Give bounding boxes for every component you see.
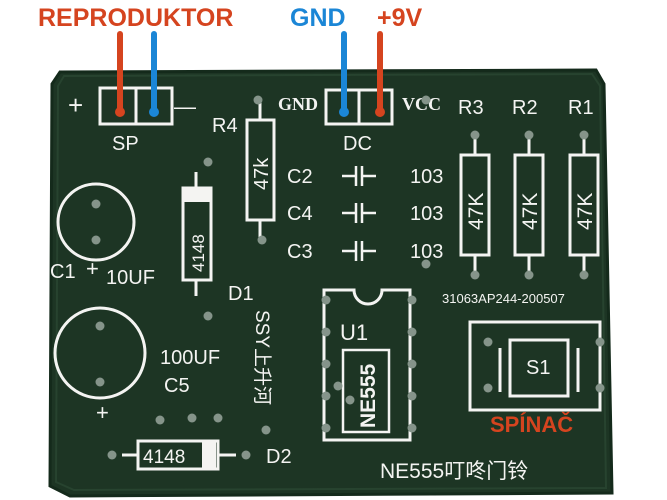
solder-holes xyxy=(91,95,605,460)
solder-hole xyxy=(421,95,431,105)
r2-value: 47K xyxy=(519,193,542,230)
vertical-brand-text: SSY上升河 xyxy=(251,310,273,405)
pcb-board-shade xyxy=(54,72,608,492)
solder-hole xyxy=(407,359,417,369)
c4-capacitor-symbol xyxy=(342,203,376,223)
label-reproduktor: REPRODUKTOR xyxy=(38,4,233,32)
c2-label: C2 xyxy=(287,166,313,188)
spinac-label: SPÍNAČ xyxy=(490,412,573,437)
solder-hole xyxy=(407,327,417,337)
solder-hole xyxy=(407,295,417,305)
d2-label: D2 xyxy=(266,446,292,468)
solder-hole xyxy=(213,413,223,423)
solder-hole xyxy=(95,321,105,331)
gnd-pad-label: GND xyxy=(278,94,318,114)
c3-label: C3 xyxy=(287,241,313,263)
solder-hole xyxy=(470,270,480,280)
c1-label: C1 xyxy=(50,261,76,283)
board-title: NE555叮咚门铃 xyxy=(380,460,528,483)
r3-value: 47K xyxy=(465,193,488,230)
solder-hole xyxy=(95,377,105,387)
dc-label: DC xyxy=(343,133,372,155)
solder-hole xyxy=(241,450,251,460)
c5-plus-sign: + xyxy=(96,400,109,425)
cap-code-c4: 103 xyxy=(410,203,443,225)
solder-hole xyxy=(483,383,493,393)
cap-code-c2: 103 xyxy=(410,166,443,188)
board-serial: 31063AP244-200507 xyxy=(442,291,565,306)
c1-value: 10UF xyxy=(106,267,155,289)
solder-hole xyxy=(91,199,101,209)
s1-switch-body xyxy=(508,338,570,398)
solder-hole xyxy=(257,235,267,245)
solder-hole xyxy=(524,130,534,140)
r4-label: R4 xyxy=(212,115,238,137)
d2-value: 4148 xyxy=(143,447,185,468)
solder-hole xyxy=(595,383,605,393)
solder-hole xyxy=(407,423,417,433)
solder-hole xyxy=(155,415,165,425)
solder-hole xyxy=(579,130,589,140)
c4-label: C4 xyxy=(287,203,313,225)
solder-hole xyxy=(187,413,197,423)
c1-capacitor xyxy=(56,182,136,262)
c2-capacitor-symbol xyxy=(342,166,376,186)
solder-hole xyxy=(483,337,493,347)
s1-switch-outline xyxy=(468,320,602,412)
sp-minus-sign: — xyxy=(174,94,196,119)
solder-hole xyxy=(253,95,263,105)
c1-plus-sign: + xyxy=(86,256,99,281)
r1-label: R1 xyxy=(568,97,594,119)
u1-chip-text: NE555 xyxy=(357,363,380,428)
solder-hole xyxy=(321,327,331,337)
r2-label: R2 xyxy=(512,97,538,119)
u1-chip-body xyxy=(341,348,391,434)
solder-hole xyxy=(261,425,271,435)
d1-value: 4148 xyxy=(189,234,208,272)
u1-ic-outline xyxy=(322,288,412,442)
solder-hole xyxy=(524,270,534,280)
vcc-pad-label: VCC xyxy=(402,94,441,114)
solder-hole xyxy=(333,381,343,391)
r1-value: 47K xyxy=(574,193,597,230)
r3-label: R3 xyxy=(458,97,484,119)
u1-label: U1 xyxy=(340,320,368,345)
solder-hole xyxy=(321,359,331,369)
r4-value: 47k xyxy=(251,157,273,190)
label-gnd: GND xyxy=(290,4,346,32)
c5-value: 100UF xyxy=(160,347,220,369)
solder-hole xyxy=(321,423,331,433)
d1-label: D1 xyxy=(228,283,254,305)
sp-label: SP xyxy=(112,133,139,155)
c3-capacitor-symbol xyxy=(342,241,376,261)
solder-hole xyxy=(579,270,589,280)
solder-hole xyxy=(407,391,417,401)
solder-hole xyxy=(595,337,605,347)
s1-label: S1 xyxy=(526,357,550,379)
solder-hole xyxy=(203,311,213,321)
solder-hole xyxy=(91,235,101,245)
solder-hole xyxy=(107,450,117,460)
solder-hole xyxy=(470,130,480,140)
solder-hole xyxy=(203,157,213,167)
cap-code-c3: 103 xyxy=(410,241,443,263)
c5-capacitor xyxy=(53,306,147,400)
solder-hole xyxy=(321,295,331,305)
solder-hole xyxy=(345,395,355,405)
solder-hole xyxy=(321,391,331,401)
solder-hole xyxy=(421,259,431,269)
label-plus9v: +9V xyxy=(377,4,423,32)
sp-plus-sign: + xyxy=(68,90,83,120)
c5-label: C5 xyxy=(164,375,190,397)
